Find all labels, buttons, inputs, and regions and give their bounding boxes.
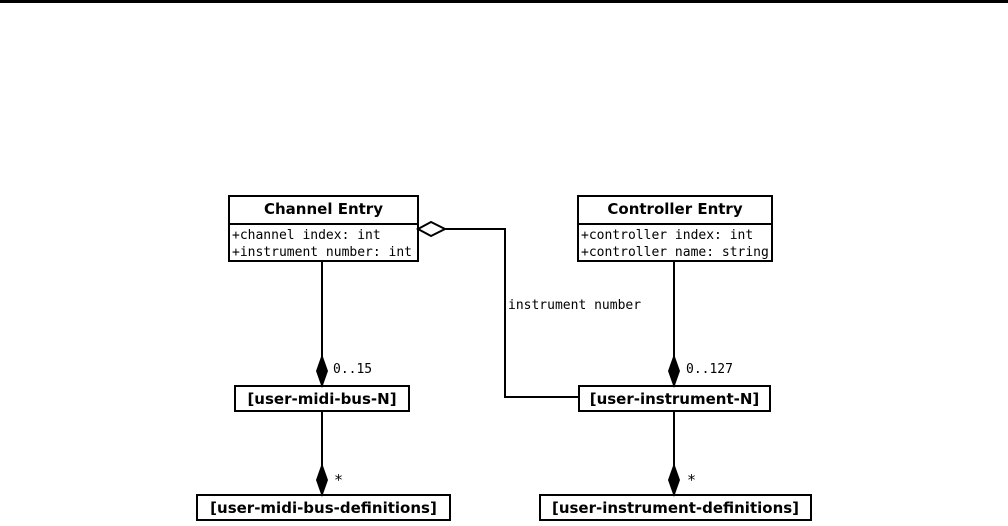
ref-box-user-instrument-definitions[interactable]: [user-instrument-definitions] xyxy=(539,494,812,521)
ref-box-user-instrument-n[interactable]: [user-instrument-N] xyxy=(578,385,771,412)
class-attributes-channel-entry: +channel index: int +instrument number: … xyxy=(230,225,417,264)
edge-aggregation-segment-bottom xyxy=(504,396,578,398)
class-title-channel-entry: Channel Entry xyxy=(230,197,417,225)
edge-label-controller-multiplicity: 0..127 xyxy=(686,362,733,377)
top-border-rule xyxy=(0,0,1008,3)
ref-box-user-midi-bus-definitions[interactable]: [user-midi-bus-definitions] xyxy=(196,494,451,521)
class-box-controller-entry[interactable]: Controller Entry +controller index: int … xyxy=(577,195,773,262)
attribute-controller-index: +controller index: int xyxy=(581,227,754,243)
ref-box-user-midi-bus-n-label: [user-midi-bus-N] xyxy=(247,389,397,408)
ref-box-user-instrument-definitions-label: [user-instrument-definitions] xyxy=(551,498,800,517)
ref-box-user-instrument-n-label: [user-instrument-N] xyxy=(589,389,760,408)
attribute-instrument-number: +instrument number: int xyxy=(232,244,413,260)
ref-box-user-midi-bus-n[interactable]: [user-midi-bus-N] xyxy=(234,385,410,412)
edge-label-instrument-definitions-multiplicity: * xyxy=(687,471,697,489)
edge-channel-entry-to-user-midi-bus xyxy=(321,262,323,386)
ref-box-user-midi-bus-definitions-label: [user-midi-bus-definitions] xyxy=(210,498,437,517)
class-title-controller-entry: Controller Entry xyxy=(579,197,771,225)
edge-user-midi-bus-to-definitions xyxy=(321,411,323,495)
edge-user-instrument-to-definitions xyxy=(673,411,675,495)
edge-label-channel-multiplicity: 0..15 xyxy=(333,362,373,377)
aggregation-diamond-hollow xyxy=(415,220,448,238)
edge-controller-entry-to-user-instrument xyxy=(673,262,675,386)
class-attributes-controller-entry: +controller index: int +controller name:… xyxy=(579,225,771,264)
attribute-channel-index: +channel index: int xyxy=(232,227,381,243)
composition-diamond-user-midi-bus-definitions xyxy=(316,463,328,497)
attribute-controller-name: +controller name: string xyxy=(581,244,769,260)
edge-aggregation-segment-vertical xyxy=(504,228,506,398)
edge-aggregation-segment-top xyxy=(444,228,506,230)
class-box-channel-entry[interactable]: Channel Entry +channel index: int +instr… xyxy=(228,195,419,262)
edge-label-midi-bus-definitions-multiplicity: * xyxy=(334,471,344,489)
composition-diamond-user-midi-bus xyxy=(316,354,328,388)
composition-diamond-user-instrument xyxy=(668,354,680,388)
edge-label-instrument-number: instrument number xyxy=(508,298,642,313)
composition-diamond-user-instrument-definitions xyxy=(668,463,680,497)
